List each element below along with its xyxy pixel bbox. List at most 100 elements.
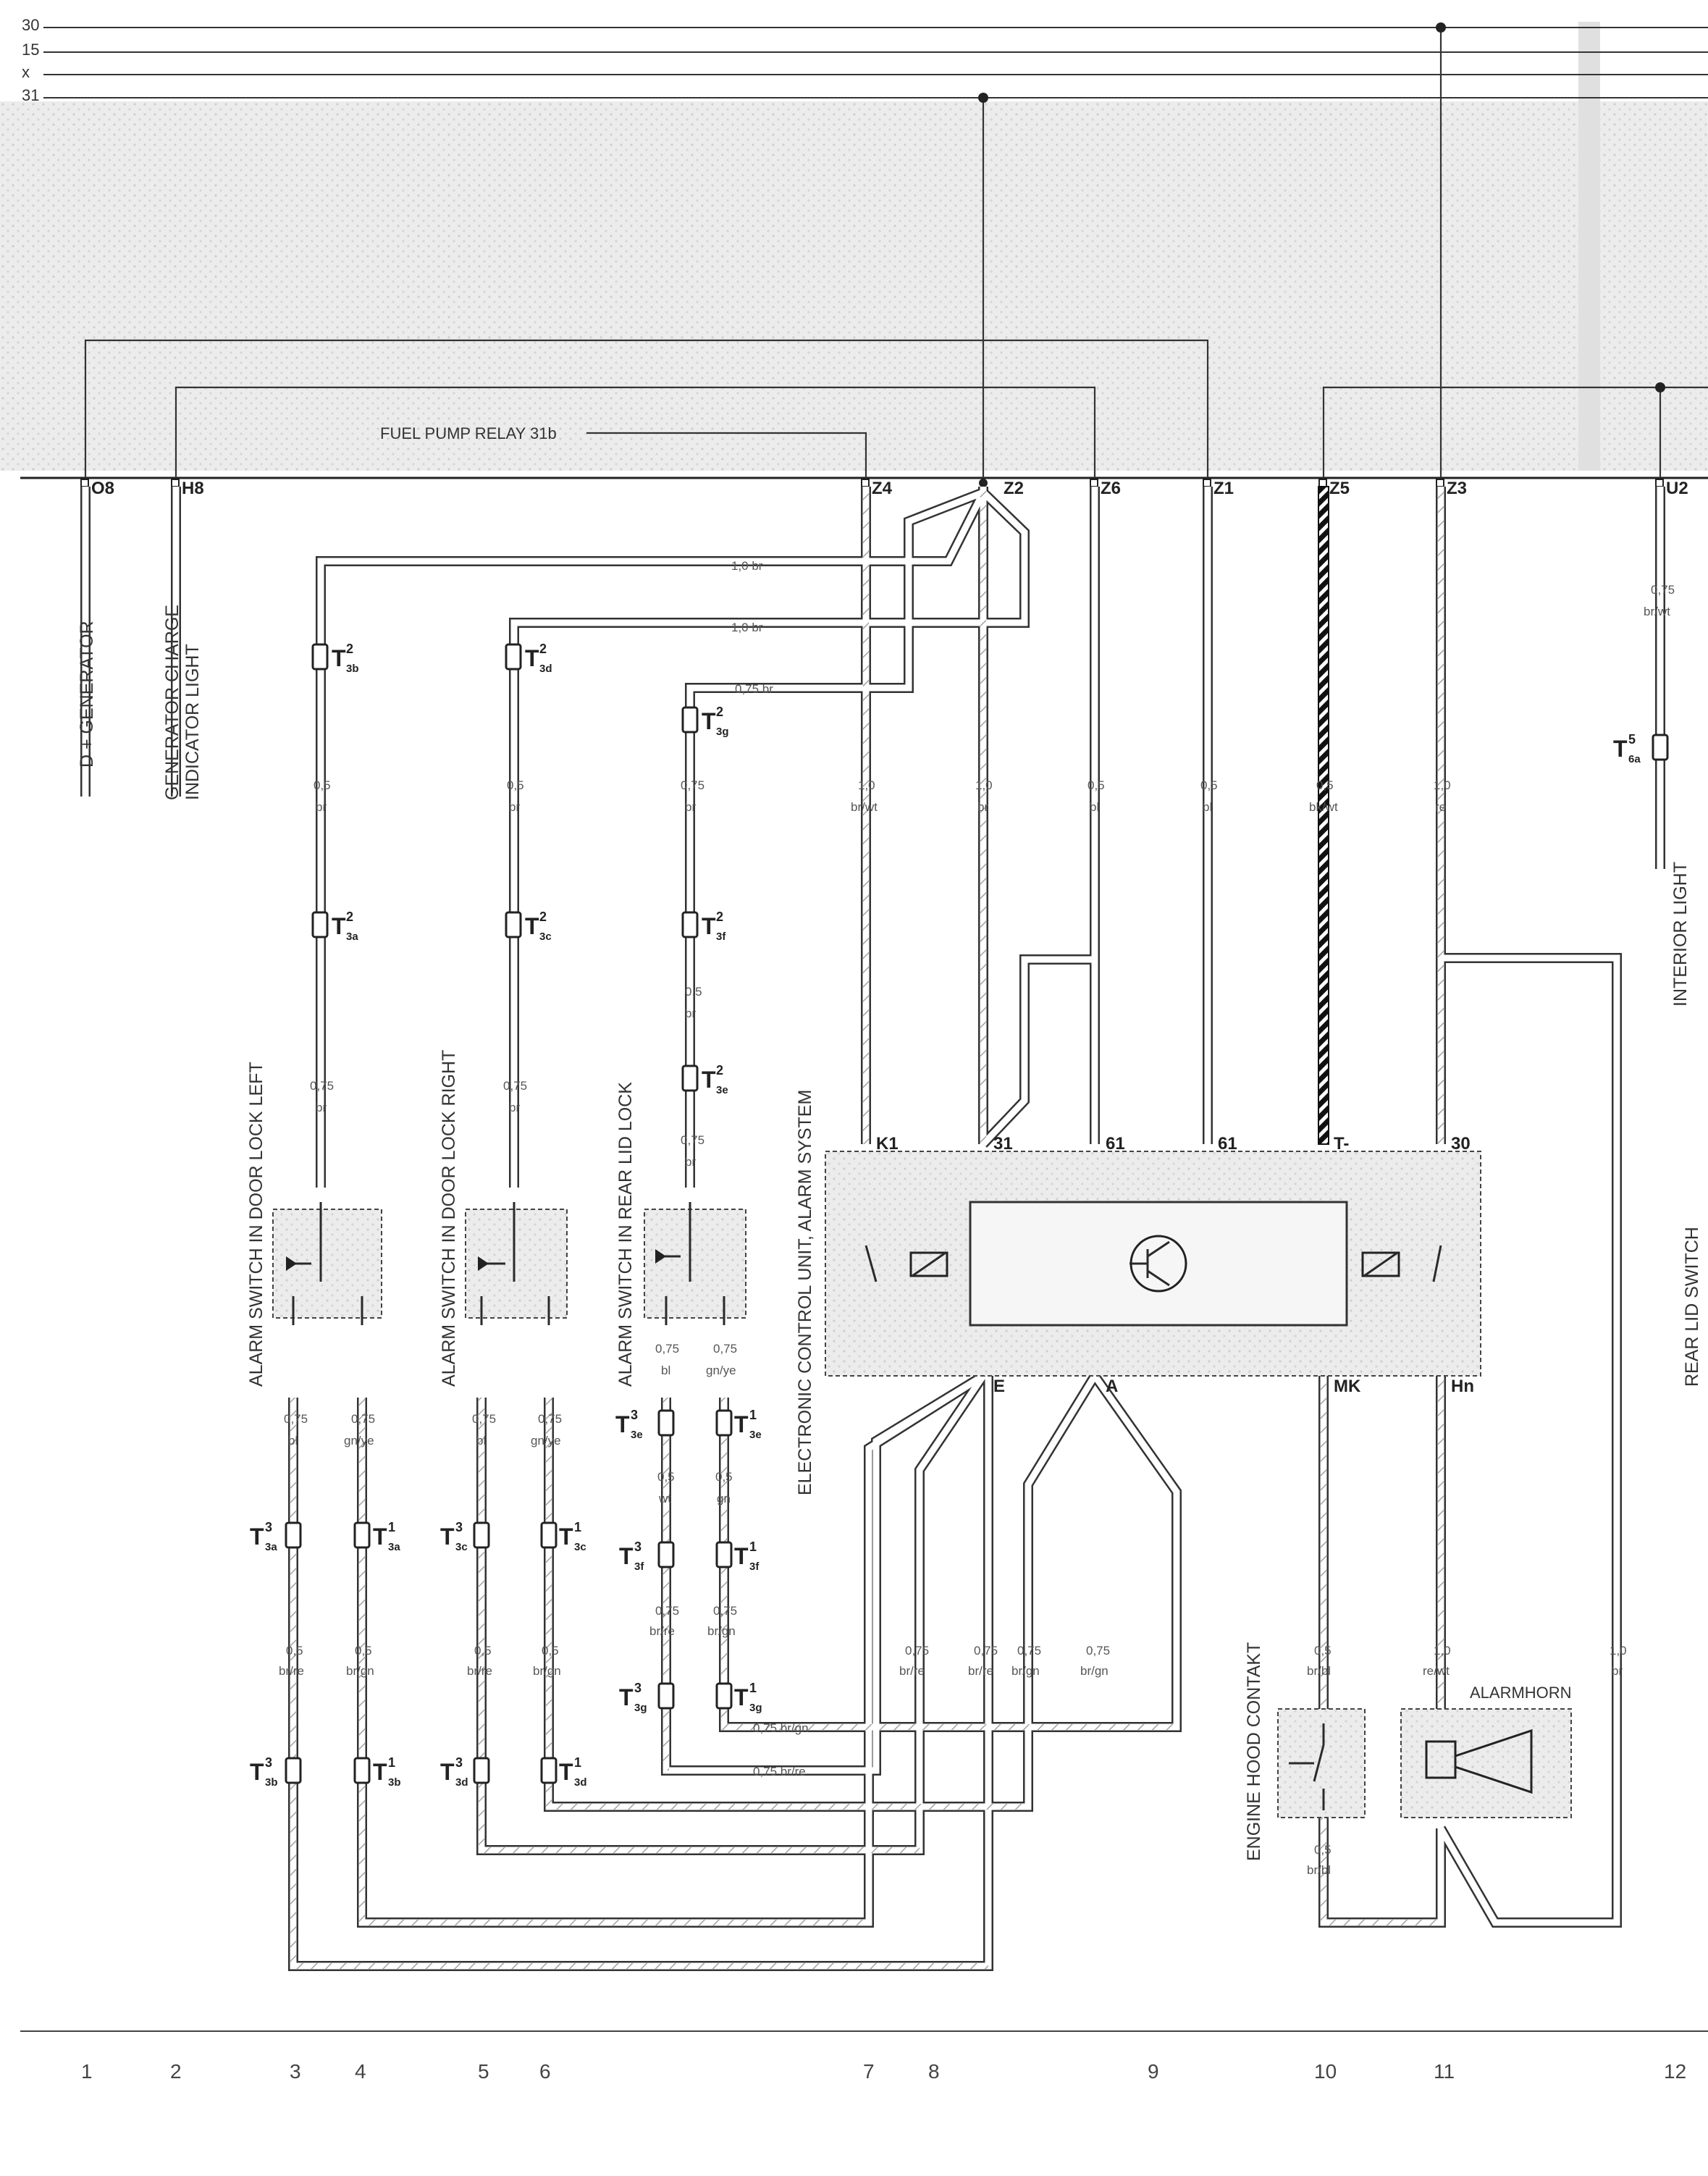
connector-id: 3g xyxy=(634,1702,647,1714)
connector-t3d-2: T 2 3d xyxy=(505,642,552,675)
terminal-labels: O8 H8 Z4 Z2 Z6 Z1 Z5 Z3 U2 xyxy=(80,479,1688,498)
connector-letter: T xyxy=(734,1411,749,1437)
junction-dot xyxy=(1655,382,1665,392)
terminal-z5: Z5 xyxy=(1329,479,1350,498)
connector-letter: T xyxy=(525,645,539,671)
connector-id: 3c xyxy=(574,1541,586,1553)
connector-t3c-2: T 2 3c xyxy=(505,910,552,943)
connector-letter: T xyxy=(619,1684,634,1710)
connector-t3b-2: T 2 3b xyxy=(311,642,359,675)
wire-label: 0,75 xyxy=(351,1412,375,1426)
wire-label: br xyxy=(509,800,520,814)
connector-letter: T xyxy=(702,913,716,939)
bus-lines: 30 15 x 31 xyxy=(22,16,1708,104)
bus-30-label: 30 xyxy=(22,16,39,34)
board-wiring xyxy=(84,28,1708,478)
connector-pin: 2 xyxy=(539,910,547,924)
connector-pin: 3 xyxy=(455,1755,463,1770)
wire-label: br xyxy=(685,1155,696,1169)
ecu-pin-a: A xyxy=(1106,1377,1118,1396)
wire-label: 0,5 xyxy=(542,1644,559,1658)
wire-label: 0,75 xyxy=(1651,583,1675,597)
wire-label: br xyxy=(316,800,327,814)
connector-pin: 3 xyxy=(265,1520,272,1534)
connector-letter: T xyxy=(440,1524,455,1550)
wire-label: 0,75 xyxy=(472,1412,496,1426)
wire-label: bl xyxy=(1203,800,1212,814)
column-number: 9 xyxy=(1148,2060,1159,2083)
connector-t3c-1: T 1 3c xyxy=(540,1520,586,1553)
wire-label: br xyxy=(316,1101,327,1114)
connector-letter: T xyxy=(702,1067,716,1093)
wire-label: br/gn xyxy=(707,1624,736,1638)
wire-label: 0,5 xyxy=(1200,778,1218,792)
connector-t3d-1: T 1 3d xyxy=(540,1755,587,1789)
bus-x-label: x xyxy=(22,63,30,81)
connector-letter: T xyxy=(373,1759,387,1785)
wire-label: wt xyxy=(658,1492,671,1505)
connector-pin: 1 xyxy=(388,1520,395,1534)
wire-label: br xyxy=(685,1007,696,1020)
connector-id: 3d xyxy=(539,663,552,675)
ecu-pin-mk: MK xyxy=(1334,1377,1361,1396)
terminal-o8: O8 xyxy=(91,479,114,498)
connector-pin: 1 xyxy=(749,1539,757,1554)
column-number: 12 xyxy=(1664,2060,1686,2083)
bus-31-label: 31 xyxy=(22,86,39,104)
wire-label: gn/ye xyxy=(531,1434,561,1448)
bus-15-label: 15 xyxy=(22,41,39,59)
wire-label: 0,75 br xyxy=(735,682,773,696)
wire-label: 0,5 xyxy=(1314,1843,1332,1857)
connector-t3a-1: T 1 3a xyxy=(353,1520,400,1553)
connector-id: 3f xyxy=(749,1560,760,1573)
wire-label: 0,5 xyxy=(685,985,702,999)
connector-letter: T xyxy=(332,645,346,671)
wire-bk-wt xyxy=(1318,486,1329,1145)
connector-id: 3b xyxy=(388,1776,401,1789)
wire-label: 0,5 xyxy=(1314,1644,1332,1658)
column-number: 4 xyxy=(355,2060,366,2083)
connector-letter: T xyxy=(615,1411,630,1437)
junction-dot xyxy=(978,93,988,103)
electronic-control-unit: K1 31 61 61 T- 30 E A MK Hn xyxy=(825,1134,1481,1396)
alarm-rear-label: ALARM SWITCH IN REAR LID LOCK xyxy=(615,1082,636,1387)
wire-label: re/wt xyxy=(1423,1664,1450,1678)
wire-label: br/gn xyxy=(533,1664,561,1678)
terminal-h8: H8 xyxy=(182,479,204,498)
column-number: 11 xyxy=(1434,2060,1455,2083)
wire-label: br xyxy=(1612,1664,1623,1678)
wire-label: bl xyxy=(1090,800,1099,814)
connector-letter: T xyxy=(525,913,539,939)
column-number: 8 xyxy=(928,2060,940,2083)
relay-board-area xyxy=(0,101,1708,471)
alarm-switch-right xyxy=(465,1202,568,1325)
connector-t3g-1: T 1 3g xyxy=(715,1681,762,1714)
wire-label: br/gn xyxy=(1080,1664,1108,1678)
wire-label: 0,5 xyxy=(1316,778,1334,792)
connector-pin: 3 xyxy=(265,1755,272,1770)
wire-label: 0,75 xyxy=(503,1079,527,1093)
connector-id: 3b xyxy=(346,663,359,675)
wire-labels: 1,0 br 1,0 br 0,75 br 1,0 br/wt 1,0 br 0… xyxy=(279,559,1675,1877)
connector-pin: 2 xyxy=(716,910,723,924)
engine-hood-label: ENGINE HOOD CONTAKT xyxy=(1244,1642,1264,1861)
interior-light-label: INTERIOR LIGHT xyxy=(1670,862,1691,1007)
page-fold-shadow xyxy=(1578,22,1600,471)
wire-label: br/bl xyxy=(1307,1664,1331,1678)
connector-id: 3g xyxy=(749,1702,762,1714)
gen-charge-label-1: GENERATOR CHARGE xyxy=(162,605,182,800)
ecu-pin-31: 31 xyxy=(993,1134,1013,1154)
connector-t3f-3: T 3 3f xyxy=(619,1539,675,1573)
connector-pin: 1 xyxy=(749,1408,757,1422)
wire-label: 1,0 xyxy=(858,778,875,792)
connector-letter: T xyxy=(734,1543,749,1569)
wire-label: gn xyxy=(717,1492,731,1505)
terminal-z2: Z2 xyxy=(1004,479,1024,498)
ecu-pin-61-a: 61 xyxy=(1106,1134,1125,1154)
connector-pin: 5 xyxy=(1628,732,1636,747)
connector-letter: T xyxy=(559,1524,573,1550)
terminal-z6: Z6 xyxy=(1101,479,1121,498)
connector-letter: T xyxy=(1613,736,1628,762)
connector-id: 3e xyxy=(716,1084,728,1096)
